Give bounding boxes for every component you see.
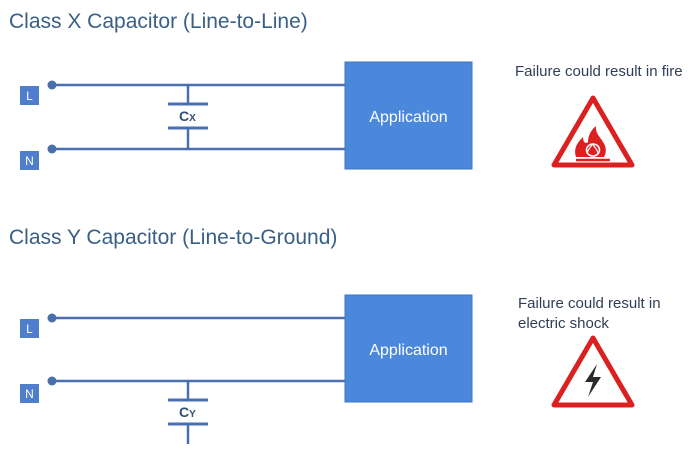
- application-box-y: [344, 294, 473, 403]
- application-label-x: Application: [369, 109, 447, 126]
- application-box-x: [344, 61, 473, 170]
- class-x-circuit: L N CX Application: [20, 61, 473, 170]
- neutral-terminal-y: [47, 376, 57, 386]
- cy-label: CY: [179, 404, 196, 420]
- line-label-x: L: [26, 89, 33, 103]
- neutral-label-box-x: [20, 151, 39, 170]
- neutral-terminal-x: [47, 144, 57, 154]
- line-terminal-x: [47, 80, 57, 90]
- class-y-title: Class Y Capacitor (Line-to-Ground): [9, 226, 338, 249]
- fire-warning-icon: [551, 95, 635, 168]
- line-label-box-y: [20, 319, 39, 338]
- class-x-title: Class X Capacitor (Line-to-Line): [9, 10, 308, 33]
- class-y-circuit: L N CY Application: [20, 294, 473, 444]
- neutral-label-y: N: [25, 387, 34, 401]
- line-label-box-x: [20, 86, 39, 105]
- electric-shock-warning-icon: [551, 335, 635, 408]
- neutral-label-x: N: [25, 154, 34, 168]
- application-label-y: Application: [369, 342, 447, 359]
- line-label-y: L: [26, 322, 33, 336]
- failure-text-shock: Failure could result in electric shock: [518, 295, 661, 332]
- cx-label: CX: [179, 108, 196, 124]
- line-terminal-y: [47, 313, 57, 323]
- failure-text-fire: Failure could result in fire: [515, 63, 683, 80]
- neutral-label-box-y: [20, 384, 39, 403]
